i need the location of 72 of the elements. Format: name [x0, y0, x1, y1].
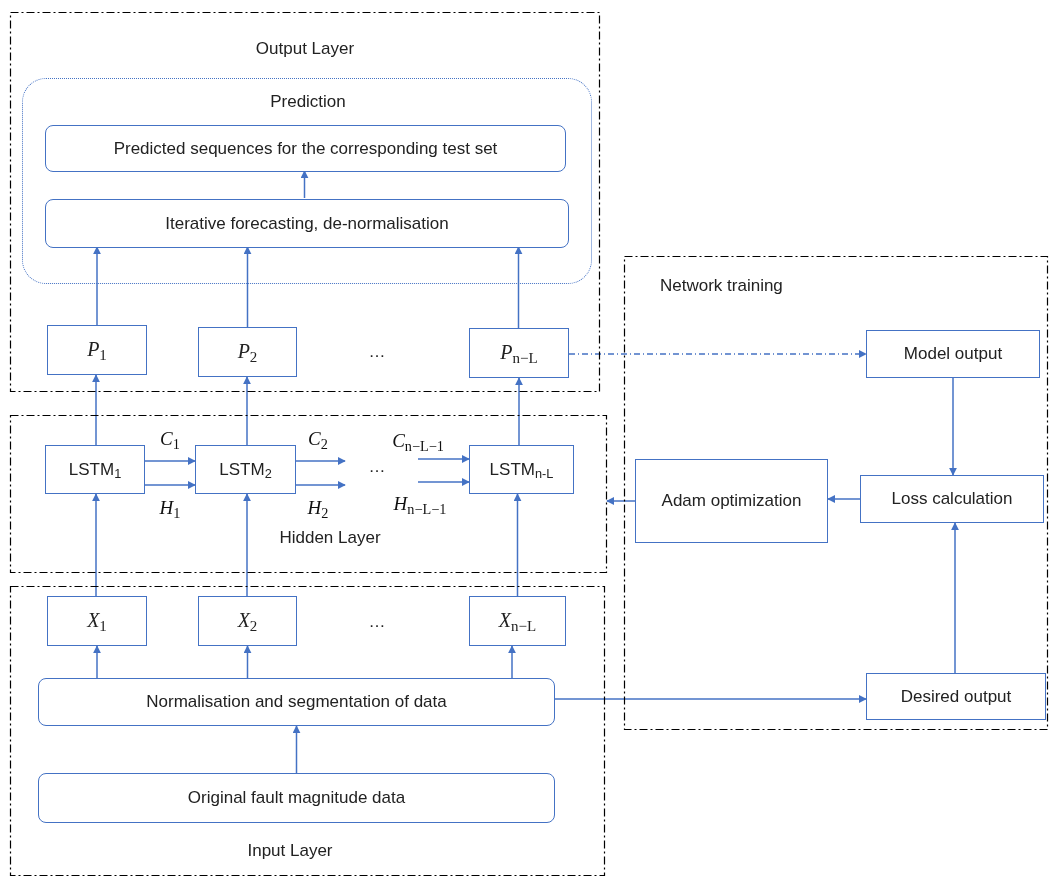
box-text: LSTM$_{n-L}$ — [488, 458, 555, 482]
box-text: LSTM$_{1}$ — [67, 458, 123, 482]
box-text: P$_{2}$ — [236, 339, 259, 366]
group-title: Prediction — [269, 91, 347, 113]
arrow — [243, 376, 251, 446]
box-text: Iterative forecasting, de-normalisation — [164, 212, 450, 235]
layer-frame — [10, 12, 600, 392]
process-box — [860, 475, 1044, 523]
arrow — [295, 457, 346, 465]
arrow — [949, 377, 957, 476]
arrow — [417, 478, 470, 486]
arrow — [93, 246, 101, 326]
group-title: Input Layer — [246, 840, 334, 862]
arrow — [144, 457, 196, 465]
layer-frame — [624, 256, 1048, 730]
arrow — [513, 493, 522, 597]
arrow — [144, 481, 196, 489]
arrow — [827, 495, 861, 503]
arrow — [295, 481, 346, 489]
process-box — [45, 445, 145, 494]
arrow — [92, 374, 100, 446]
process-box — [866, 673, 1046, 720]
process-box — [45, 125, 566, 172]
group-title: Output Layer — [254, 38, 356, 60]
arrow — [243, 246, 252, 328]
box-text: Model output — [902, 343, 1004, 366]
box-text: P$_{1}$ — [86, 337, 108, 364]
process-box — [38, 773, 555, 823]
box-text: LSTM$_{2}$ — [218, 458, 273, 482]
box-text: Adam optimization — [660, 490, 803, 513]
layer-frame — [10, 415, 607, 573]
arrow — [951, 522, 959, 674]
process-box — [635, 459, 828, 543]
group-title: Network training — [660, 275, 784, 297]
arrow — [292, 725, 301, 774]
box-text: Normalisation and segmentation of data — [145, 691, 448, 714]
ellipsis-label: … — [368, 611, 386, 634]
arrow — [417, 455, 470, 463]
layer-frame — [10, 586, 605, 876]
process-box — [469, 445, 574, 494]
arrow — [515, 377, 523, 446]
box-text: X$_{1}$ — [85, 608, 108, 635]
box-text: Predicted sequences for the corresponding test set — [112, 137, 499, 160]
process-box — [198, 327, 297, 377]
arrow — [243, 493, 251, 597]
arrow — [508, 645, 516, 679]
process-box — [45, 199, 569, 248]
arrow — [514, 246, 523, 329]
process-box — [469, 596, 566, 646]
process-box — [195, 445, 296, 494]
box-text: Loss calculation — [890, 488, 1014, 511]
ellipsis-label: … — [368, 456, 386, 479]
box-text: P$_{n−L}$ — [499, 340, 539, 367]
arrow — [92, 493, 100, 597]
process-box — [198, 596, 297, 646]
box-text: Desired output — [899, 685, 1013, 708]
process-box — [47, 325, 147, 375]
group-title: Hidden Layer — [278, 527, 382, 549]
arrow — [300, 170, 309, 199]
box-text: X$_{n−L}$ — [497, 608, 538, 635]
ellipsis-label: … — [368, 341, 386, 364]
arrow — [554, 695, 867, 703]
process-box — [38, 678, 555, 726]
box-text: Original fault magnitude data — [186, 787, 407, 810]
arrow — [243, 645, 252, 679]
process-box — [47, 596, 147, 646]
process-box — [866, 330, 1040, 378]
arrow — [568, 350, 867, 358]
arrow — [606, 497, 636, 505]
process-box — [469, 328, 569, 378]
arrow — [93, 645, 101, 679]
box-text: X$_{2}$ — [236, 608, 259, 635]
